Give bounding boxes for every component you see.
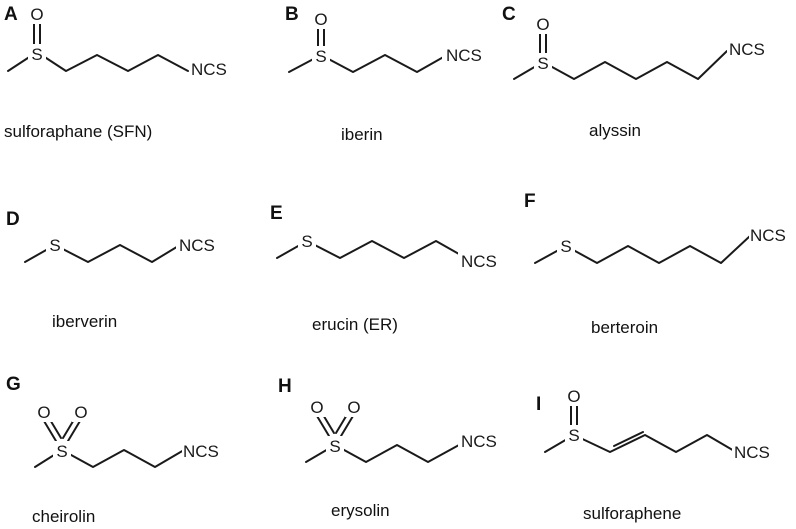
compound-i: I S O NCS sulforaphene [536, 386, 780, 523]
compound-c-oxygen: O [536, 15, 549, 34]
compound-d-sulfur: S [49, 236, 60, 255]
compound-g-sulfur: S [56, 442, 67, 461]
compound-h-oxygen-1: O [310, 398, 323, 417]
compound-i-sulfur: S [568, 426, 579, 445]
compound-g-oxygen-1: O [37, 403, 50, 422]
compound-g-oxygen-2: O [74, 403, 87, 422]
compound-e-ncs: NCS [461, 252, 497, 271]
compound-d-ncs: NCS [179, 236, 215, 255]
compound-a-name: sulforaphane (SFN) [4, 122, 152, 141]
compound-h-so-bond-b2 [340, 415, 354, 437]
compound-g: G S O O NCS cheirolin [6, 374, 230, 526]
compound-e: E S NCS erucin (ER) [270, 203, 506, 334]
compound-g-ncs: NCS [183, 442, 219, 461]
compound-a-letter: A [4, 4, 18, 25]
compound-h: H S O O NCS erysolin [278, 376, 506, 520]
compound-e-sulfur: S [301, 232, 312, 251]
compound-f-name: berteroin [591, 318, 658, 337]
compound-i-oxygen: O [567, 387, 580, 406]
compound-g-so-bond-a1 [43, 420, 57, 442]
compound-c-ncs: NCS [729, 40, 765, 59]
compound-g-name: cheirolin [32, 507, 95, 526]
compound-a-ncs: NCS [191, 60, 227, 79]
compound-h-oxygen-2: O [347, 398, 360, 417]
compound-g-so-bond-b2 [67, 420, 81, 442]
compound-h-so-bond-a1 [316, 415, 330, 437]
compound-i-name: sulforaphene [583, 504, 681, 523]
compound-e-letter: E [270, 203, 283, 224]
compound-b-ncs: NCS [446, 46, 482, 65]
compound-c: C S O NCS alyssin [502, 4, 775, 140]
compound-d-letter: D [6, 209, 20, 230]
compound-f-sulfur: S [560, 237, 571, 256]
compound-a-oxygen: O [30, 5, 43, 24]
compound-d-name: iberverin [52, 312, 117, 331]
compound-a: A S O NCS sulforaphane (SFN) [4, 4, 238, 141]
compound-b: B S O NCS iberin [285, 4, 490, 144]
compound-i-letter: I [536, 394, 541, 415]
compound-c-sulfur: S [537, 54, 548, 73]
compound-d: D S NCS iberverin [6, 209, 224, 331]
compound-a-sulfur: S [31, 45, 42, 64]
compound-i-ncs: NCS [734, 443, 770, 462]
compound-g-letter: G [6, 374, 21, 395]
compound-c-letter: C [502, 4, 516, 25]
compound-h-letter: H [278, 376, 292, 397]
compound-h-ncs: NCS [461, 432, 497, 451]
compound-b-oxygen: O [314, 10, 327, 29]
compound-h-sulfur: S [329, 437, 340, 456]
compound-h-name: erysolin [331, 501, 390, 520]
compound-i-double-bond-inner [613, 431, 644, 447]
compound-b-sulfur: S [315, 47, 326, 66]
compound-f: F S NCS berteroin [524, 191, 795, 337]
compound-f-ncs: NCS [750, 226, 786, 245]
compound-b-name: iberin [341, 125, 383, 144]
compound-f-letter: F [524, 191, 536, 212]
compound-b-letter: B [285, 4, 299, 25]
compound-c-name: alyssin [589, 121, 641, 140]
compound-e-name: erucin (ER) [312, 315, 398, 334]
